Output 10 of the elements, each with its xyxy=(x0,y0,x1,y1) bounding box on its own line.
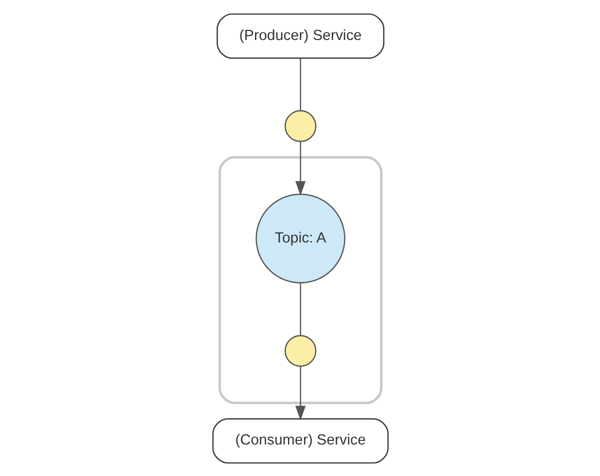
node-circle: Topic: A xyxy=(255,193,345,283)
node-circle xyxy=(284,110,316,142)
connector xyxy=(299,58,301,110)
connector xyxy=(299,282,301,335)
cluster xyxy=(218,156,382,404)
arrow xyxy=(294,141,306,196)
node-box: (Producer) Service xyxy=(216,12,384,58)
node-box: (Consumer) Service xyxy=(212,418,388,464)
node-circle xyxy=(284,334,316,366)
arrow xyxy=(294,366,306,420)
